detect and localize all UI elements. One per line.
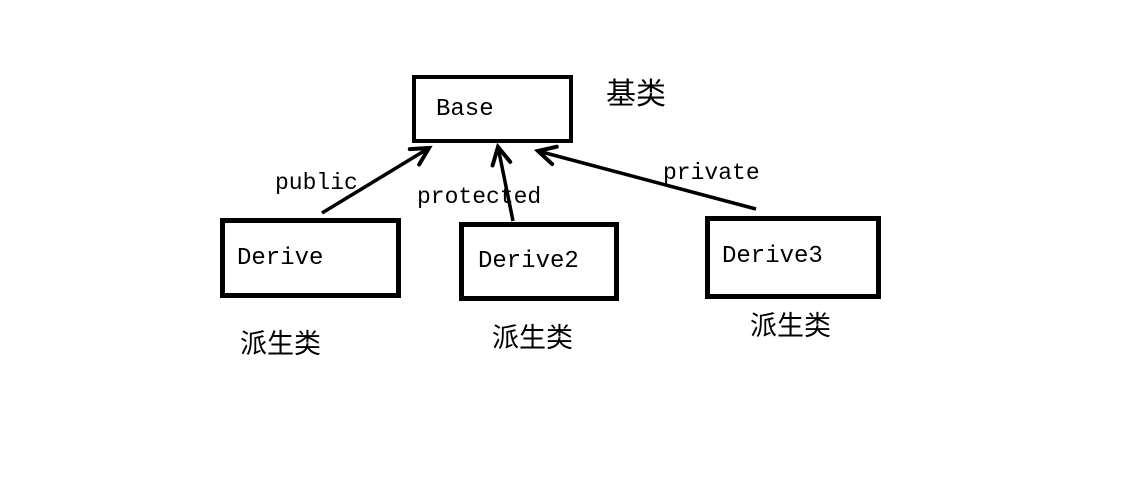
derive3-class-label: Derive3 <box>722 243 823 270</box>
derive2-class-box: Derive2 <box>459 222 619 301</box>
private-inheritance-arrow <box>538 151 757 211</box>
derive3-class-box: Derive3 <box>705 216 881 299</box>
derive2-annotation: 派生类 <box>492 323 573 354</box>
edge-label-public: public <box>275 170 358 196</box>
derive-class-box: Derive <box>220 218 401 298</box>
base-class-label: Base <box>436 95 494 123</box>
protected-inheritance-arrow <box>498 147 515 222</box>
edge-label-private: private <box>663 160 760 186</box>
base-class-annotation: 基类 <box>606 77 666 112</box>
public-inheritance-arrow <box>321 148 429 215</box>
derive3-annotation: 派生类 <box>750 311 831 342</box>
base-class-box: Base <box>412 75 573 143</box>
derive-annotation: 派生类 <box>240 329 321 360</box>
derive-class-label: Derive <box>237 244 324 272</box>
derive2-class-label: Derive2 <box>478 248 579 275</box>
edge-label-protected: protected <box>417 184 542 210</box>
